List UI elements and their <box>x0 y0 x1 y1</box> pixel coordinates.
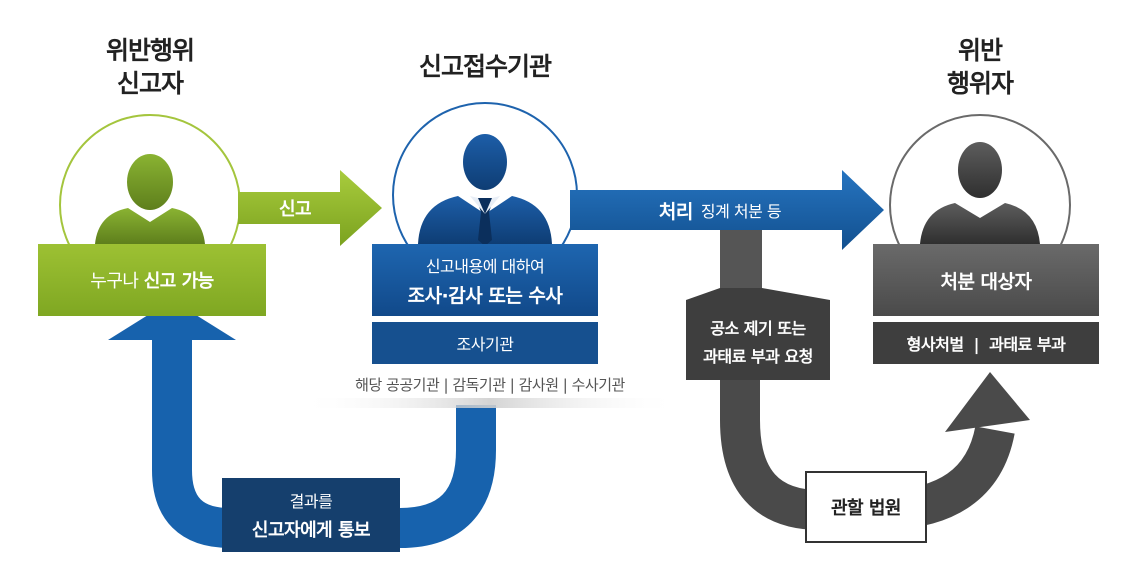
orgs-shadow <box>300 398 680 408</box>
agency-orgs: 해당 공공기관 | 감독기관 | 감사원 | 수사기관 <box>355 376 625 394</box>
agency-title: 신고접수기관 <box>418 52 552 81</box>
process-arrow <box>570 170 884 250</box>
agency-sub-box <box>372 322 598 364</box>
reporter-box-label: 누구나 신고 가능 <box>90 271 214 292</box>
violator-sub-label: 형사처벌 | 과태료 부과 <box>906 335 1066 354</box>
violator-person-icon <box>920 142 1040 244</box>
prosecute-fold <box>686 288 830 380</box>
agency-box <box>372 244 598 316</box>
violator-box-label: 처분 대상자 <box>940 270 1032 293</box>
violator-sub-box <box>873 322 1099 364</box>
prosecute-label: 공소 제기 또는 과태료 부과 요청 <box>703 319 813 366</box>
violator-box <box>873 244 1099 316</box>
report-arrow <box>238 170 382 246</box>
violator-title: 위반 행위자 <box>946 36 1014 98</box>
court-label: 관할 법원 <box>830 498 902 519</box>
reporter-person-icon <box>95 154 205 244</box>
report-arrow-label: 신고 <box>278 199 312 220</box>
court-box <box>805 471 927 543</box>
agency-sub-label: 조사기관 <box>456 335 514 354</box>
agency-person-icon <box>418 134 552 246</box>
notify-box <box>222 478 400 552</box>
reporter-box <box>38 244 266 316</box>
agency-box-label: 신고내용에 대하여 조사·감사 또는 수사 <box>407 256 563 307</box>
notify-arrow-head <box>108 300 236 340</box>
reporter-title: 위반행위 신고자 <box>105 36 195 98</box>
court-arrow-head <box>945 372 1030 432</box>
notify-label: 결과를 신고자에게 통보 <box>251 492 371 541</box>
